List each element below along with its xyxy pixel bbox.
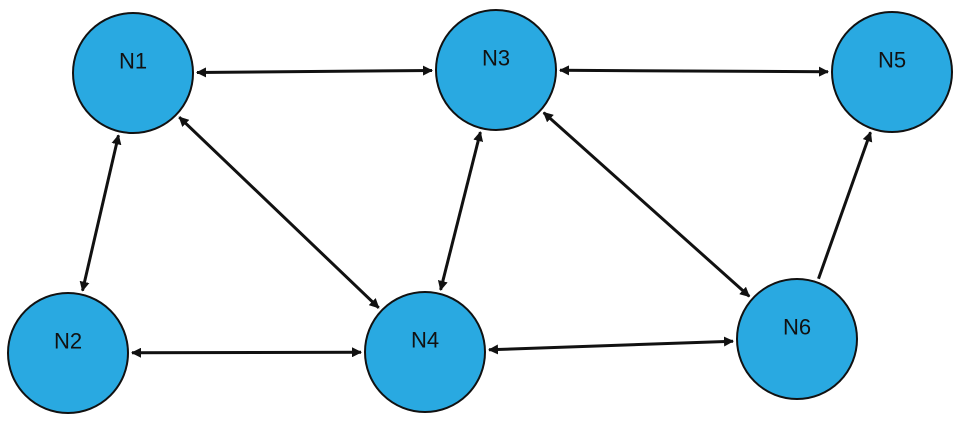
- node-n3: N3: [435, 9, 557, 131]
- edge-n3-n5: [559, 65, 829, 77]
- edge-n1-n4: [178, 116, 380, 309]
- node-circle: [7, 292, 129, 414]
- node-n4: N4: [364, 291, 486, 413]
- node-n1: N1: [72, 12, 194, 134]
- edge-n1-n3: [196, 65, 433, 78]
- node-label: N6: [783, 315, 811, 340]
- edges-layer: [79, 65, 873, 358]
- node-circle: [364, 291, 486, 413]
- node-circle: [72, 12, 194, 134]
- node-circle: [831, 11, 953, 133]
- node-label: N4: [411, 328, 439, 353]
- node-circle: [435, 9, 557, 131]
- edge-n3-n6: [542, 111, 751, 298]
- node-n5: N5: [831, 11, 953, 133]
- node-n6: N6: [736, 278, 858, 400]
- node-label: N1: [119, 49, 147, 74]
- node-n2: N2: [7, 292, 129, 414]
- node-label: N2: [54, 329, 82, 354]
- node-circle: [736, 278, 858, 400]
- edge-n3-n4: [437, 131, 484, 291]
- edge-n4-n6: [488, 336, 734, 355]
- edge-n1-n2: [79, 134, 122, 292]
- edge-n6-n5: [817, 131, 873, 280]
- node-label: N5: [878, 48, 906, 73]
- edge-n2-n4: [131, 347, 362, 358]
- node-label: N3: [482, 46, 510, 71]
